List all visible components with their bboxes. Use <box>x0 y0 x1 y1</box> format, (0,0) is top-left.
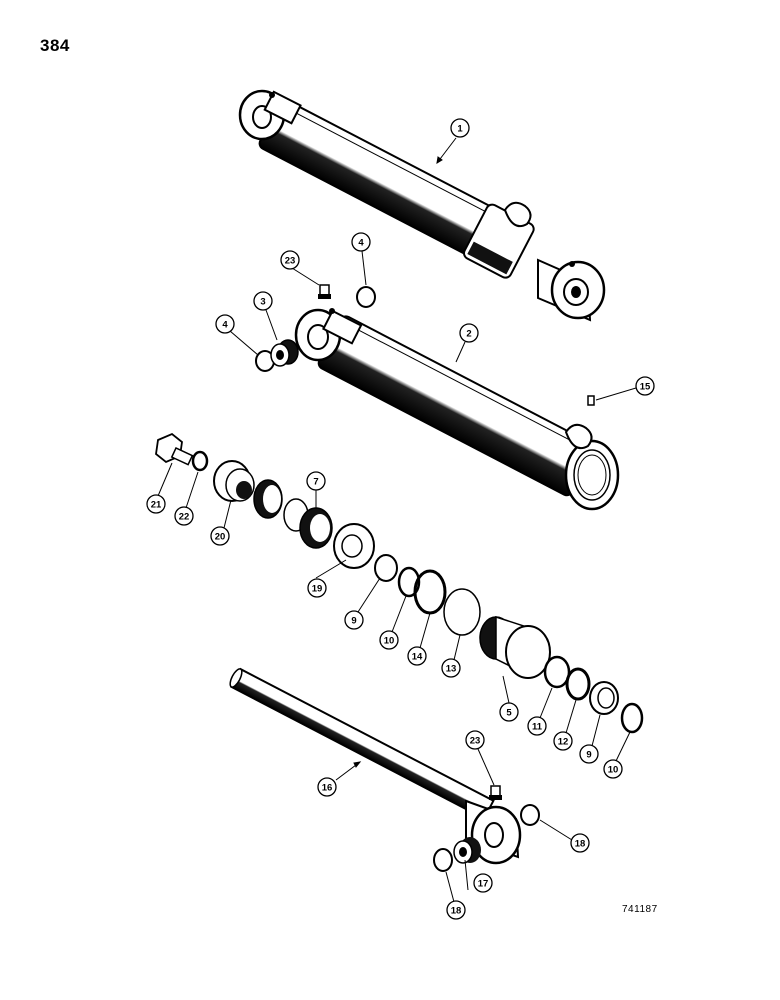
svg-text:21: 21 <box>151 500 162 511</box>
cap-screw-part <box>155 432 194 466</box>
svg-text:22: 22 <box>179 512 190 523</box>
callout-15: 15 <box>635 376 655 396</box>
callout-1: 1 <box>450 118 470 138</box>
callout-9: 9 <box>579 744 599 764</box>
piston-rod-part <box>229 667 522 865</box>
callout-22: 22 <box>174 506 194 526</box>
callout-9: 9 <box>344 610 364 630</box>
callout-11: 11 <box>527 716 547 736</box>
backup-ring-part <box>443 588 481 636</box>
svg-text:9: 9 <box>586 750 591 761</box>
callout-10: 10 <box>603 759 623 779</box>
svg-text:23: 23 <box>285 256 296 267</box>
set-screw-part <box>587 395 595 406</box>
svg-text:12: 12 <box>558 737 569 748</box>
callout-21: 21 <box>146 494 166 514</box>
svg-text:19: 19 <box>312 584 323 595</box>
callout-12: 12 <box>553 731 573 751</box>
svg-text:23: 23 <box>470 736 481 747</box>
svg-text:18: 18 <box>451 906 462 917</box>
wear-ring-part <box>333 523 375 569</box>
washer-part <box>191 450 209 472</box>
rod-seal-part <box>565 667 591 701</box>
callout-10: 10 <box>379 630 399 650</box>
bushing-part <box>453 837 481 864</box>
svg-text:3: 3 <box>260 297 265 308</box>
callout-19: 19 <box>307 578 327 598</box>
callout-leaders <box>157 137 637 903</box>
callout-5: 5 <box>499 702 519 722</box>
snap-ring-part <box>433 848 453 872</box>
callout-14: 14 <box>407 646 427 666</box>
bushing-part <box>270 339 299 367</box>
callout-23: 23 <box>465 730 485 750</box>
snap-ring-part <box>520 804 540 826</box>
gland-part <box>479 615 551 679</box>
svg-text:2: 2 <box>466 329 471 340</box>
drawing-number: 741187 <box>622 904 658 915</box>
callout-20: 20 <box>210 526 230 546</box>
piston-seal-part <box>253 479 333 549</box>
cylinder-barrel-part <box>294 308 620 511</box>
callout-17: 17 <box>473 873 493 893</box>
page-number: 384 <box>40 36 70 55</box>
callout-2: 2 <box>459 323 479 343</box>
piston-part <box>213 460 255 502</box>
svg-text:11: 11 <box>532 722 543 733</box>
callout-18: 18 <box>570 833 590 853</box>
o-ring-part <box>397 566 421 598</box>
callout-4: 4 <box>351 232 371 252</box>
svg-text:20: 20 <box>215 532 226 543</box>
cylinder-assembly-part <box>238 89 606 322</box>
svg-text:1: 1 <box>457 124 463 135</box>
snap-ring-part <box>356 286 376 308</box>
svg-text:4: 4 <box>222 320 228 331</box>
svg-text:10: 10 <box>384 636 395 647</box>
svg-text:5: 5 <box>506 708 512 719</box>
svg-text:4: 4 <box>358 238 364 249</box>
callout-23: 23 <box>280 250 300 270</box>
backup-ring-part <box>589 681 619 715</box>
o-ring-part <box>620 702 644 734</box>
wiper-part <box>543 655 571 689</box>
svg-text:13: 13 <box>446 664 457 675</box>
svg-text:15: 15 <box>640 382 651 393</box>
svg-text:18: 18 <box>575 839 586 850</box>
svg-text:7: 7 <box>313 477 318 488</box>
callout-4: 4 <box>215 314 235 334</box>
callout-16: 16 <box>317 777 337 797</box>
svg-text:9: 9 <box>351 616 356 627</box>
callout-3: 3 <box>253 291 273 311</box>
backup-ring-part <box>374 554 398 582</box>
svg-text:17: 17 <box>478 879 489 890</box>
callout-18: 18 <box>446 900 466 920</box>
grease-fitting-part <box>489 785 502 800</box>
svg-text:14: 14 <box>412 652 423 663</box>
callout-7: 7 <box>306 471 326 491</box>
o-ring-part <box>413 569 447 615</box>
callout-13: 13 <box>441 658 461 678</box>
grease-fitting-part <box>318 284 331 299</box>
callout-markers: 1 2 3 4 4 5 7 <box>146 118 655 920</box>
svg-text:16: 16 <box>322 783 333 794</box>
svg-text:10: 10 <box>608 765 619 776</box>
